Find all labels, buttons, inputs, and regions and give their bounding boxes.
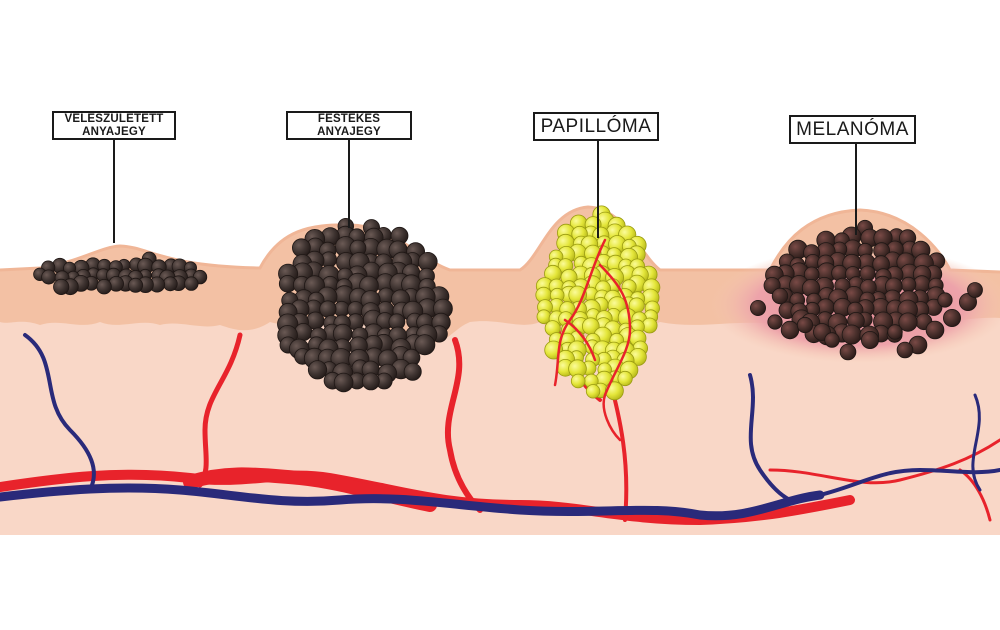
cell: [861, 330, 880, 349]
cell: [839, 343, 857, 361]
cell: [361, 372, 380, 391]
cell: [750, 299, 767, 316]
cell: [925, 320, 945, 340]
cell: [887, 324, 903, 340]
label-papilloma: PAPILLÓMA: [533, 112, 659, 141]
cell: [841, 324, 862, 345]
label-pigmented-line1: FESTÉKES: [317, 113, 381, 126]
cell: [780, 320, 800, 340]
cell: [771, 287, 789, 305]
cell: [796, 316, 814, 334]
label-pigmented-line2: ANYAJEGY: [317, 125, 381, 138]
cell: [898, 312, 918, 332]
label-congenital-line1: VELESZÜLETETT: [64, 113, 164, 126]
papilloma-cells: [535, 205, 661, 401]
cell: [96, 279, 112, 295]
melanoma-cells: [750, 219, 983, 361]
label-papilloma-text: PAPILLÓMA: [540, 115, 652, 137]
cell: [333, 372, 354, 393]
cell: [617, 370, 633, 387]
label-melanoma: MELANÓMA: [789, 115, 916, 144]
cell: [824, 332, 840, 348]
pigmented-nevus-cells: [277, 217, 453, 393]
papilloma-vessels: [553, 238, 632, 442]
cell: [570, 373, 586, 389]
cell: [403, 362, 422, 381]
cell: [585, 384, 601, 399]
cell: [128, 277, 144, 293]
label-congenital-line2: ANYAJEGY: [82, 125, 146, 138]
cell: [414, 334, 436, 356]
label-melanoma-text: MELANÓMA: [796, 118, 909, 140]
cell: [184, 276, 199, 291]
cell: [767, 314, 783, 330]
cell: [943, 308, 962, 327]
cell: [937, 292, 953, 308]
congenital-nevus-cells: [33, 251, 208, 296]
cell: [896, 341, 914, 359]
cell: [967, 282, 983, 298]
cell: [53, 278, 70, 295]
cell: [307, 360, 328, 380]
cell: [41, 269, 57, 285]
cell: [900, 276, 917, 293]
label-pigmented-nevus: FESTÉKES ANYAJEGY: [286, 111, 412, 140]
leader-lines: [113, 140, 857, 243]
label-congenital-nevus: VELESZÜLETETT ANYAJEGY: [52, 111, 176, 140]
cell: [162, 276, 178, 292]
veins: [0, 333, 1000, 521]
skin-surface-line: [0, 205, 1000, 274]
cell: [859, 265, 876, 282]
